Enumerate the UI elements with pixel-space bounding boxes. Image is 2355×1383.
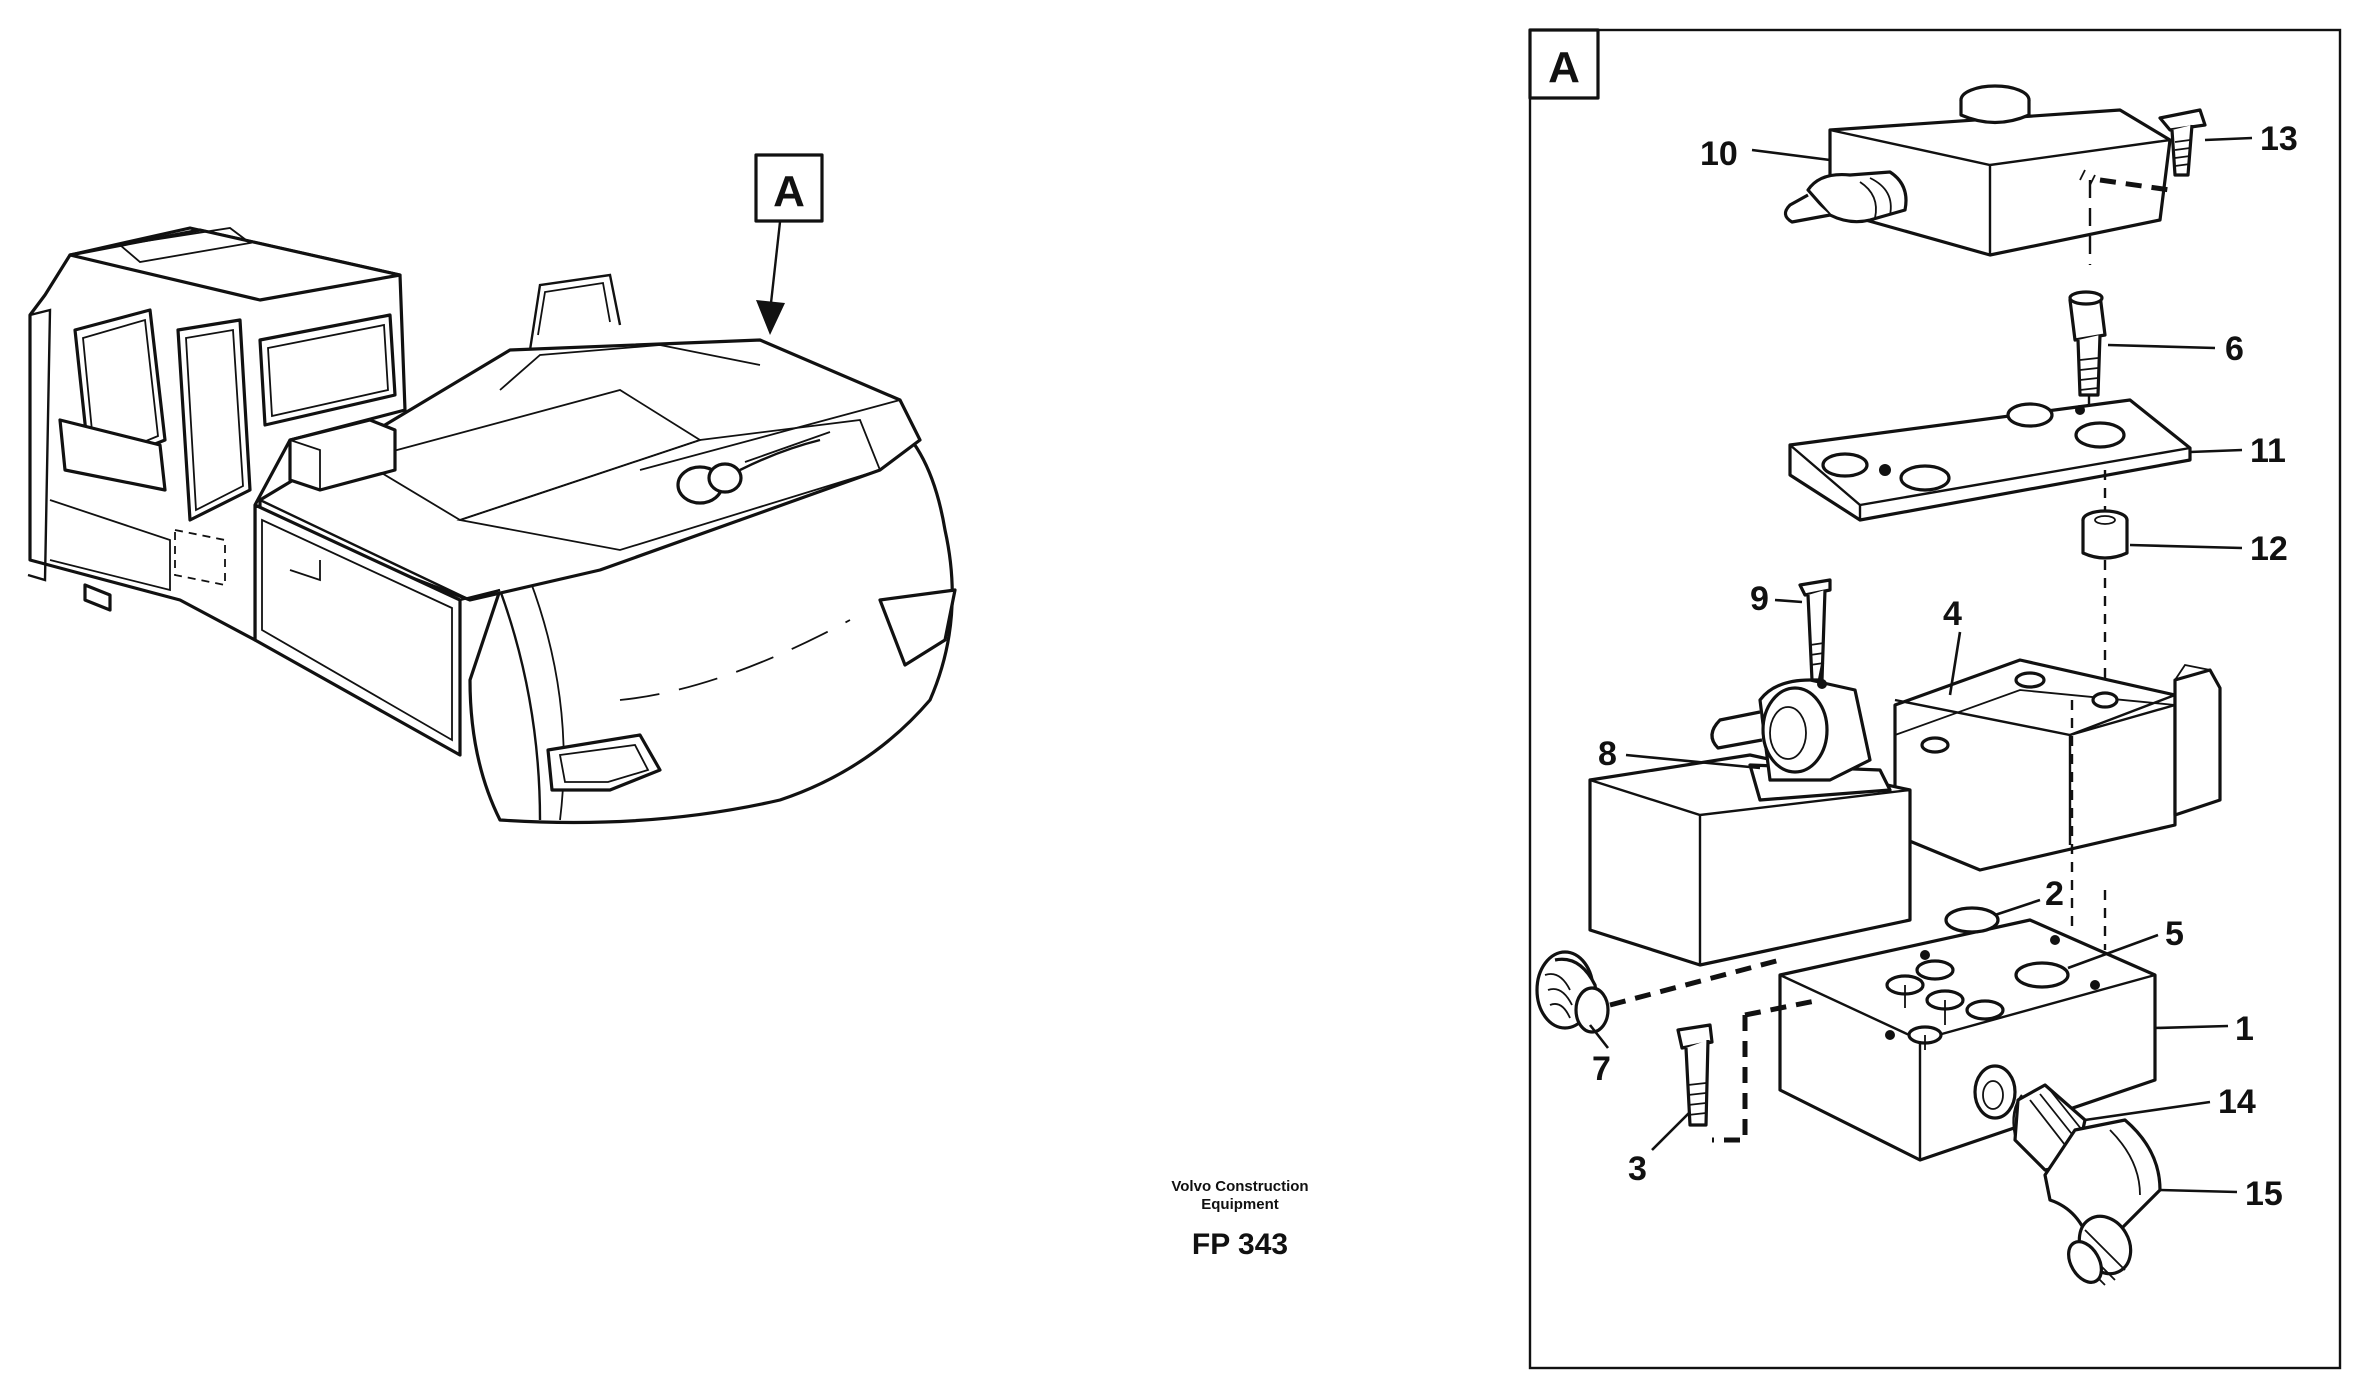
brand-line-1: Volvo Construction — [1171, 1178, 1309, 1195]
brand-line-2: Equipment — [1201, 1196, 1279, 1213]
label-part-1: 1 — [2235, 1010, 2254, 1048]
label-part-2: 2 — [2045, 875, 2064, 913]
part-5-o-ring — [2014, 961, 2070, 989]
operator-cab — [27, 226, 407, 642]
part-10-cover — [1783, 84, 2172, 257]
part-labels: 10 13 6 11 12 9 4 8 2 5 1 7 3 14 15 — [1588, 120, 2298, 1213]
label-part-13: 13 — [2260, 120, 2298, 158]
label-part-3: 3 — [1628, 1150, 1647, 1188]
svg-text:A: A — [773, 167, 805, 216]
excavator-overview: A — [27, 153, 957, 825]
label-part-9: 9 — [1750, 580, 1769, 618]
label-part-12: 12 — [2250, 530, 2288, 568]
part-15-elbow — [2043, 1118, 2162, 1286]
part-6-bolt — [2068, 290, 2107, 430]
callout-arrow — [768, 221, 782, 313]
detail-frame-label: A — [1528, 28, 1600, 100]
label-part-10: 10 — [1700, 135, 1738, 173]
part-11-plate — [1788, 398, 2192, 522]
detail-callout-a[interactable]: A — [754, 153, 824, 223]
part-9-screw — [1798, 578, 1832, 682]
part-8-solenoid-coil — [1588, 664, 1912, 967]
part-7-plug — [1535, 950, 1781, 1034]
label-part-7: 7 — [1592, 1050, 1611, 1088]
label-part-15: 15 — [2245, 1175, 2283, 1213]
detail-frame — [1528, 28, 2342, 1370]
rear-lamp-right — [878, 588, 957, 667]
brand-caption: Volvo Construction Equipment — [1090, 1178, 1390, 1214]
label-part-14: 14 — [2218, 1083, 2256, 1121]
label-part-8: 8 — [1598, 735, 1617, 773]
label-part-6: 6 — [2225, 330, 2244, 368]
label-part-11: 11 — [2250, 432, 2286, 470]
callout-arrow-head — [756, 300, 785, 335]
part-12-bushing — [2081, 470, 2129, 680]
part-13-screw — [2088, 108, 2207, 265]
label-part-5: 5 — [2165, 915, 2184, 953]
rear-lamp-left — [546, 733, 662, 792]
svg-text:A: A — [1548, 43, 1580, 92]
part-3-screw — [1676, 997, 1821, 1143]
label-part-4: 4 — [1943, 595, 1962, 633]
figure-code: FP 343 — [1191, 1228, 1289, 1261]
part-4-valve-body — [1893, 658, 2222, 872]
hand-rail — [528, 273, 622, 351]
part-2-o-ring — [1944, 906, 2000, 934]
air-filter-box — [288, 418, 397, 492]
deck-solenoid-valve — [676, 431, 831, 505]
